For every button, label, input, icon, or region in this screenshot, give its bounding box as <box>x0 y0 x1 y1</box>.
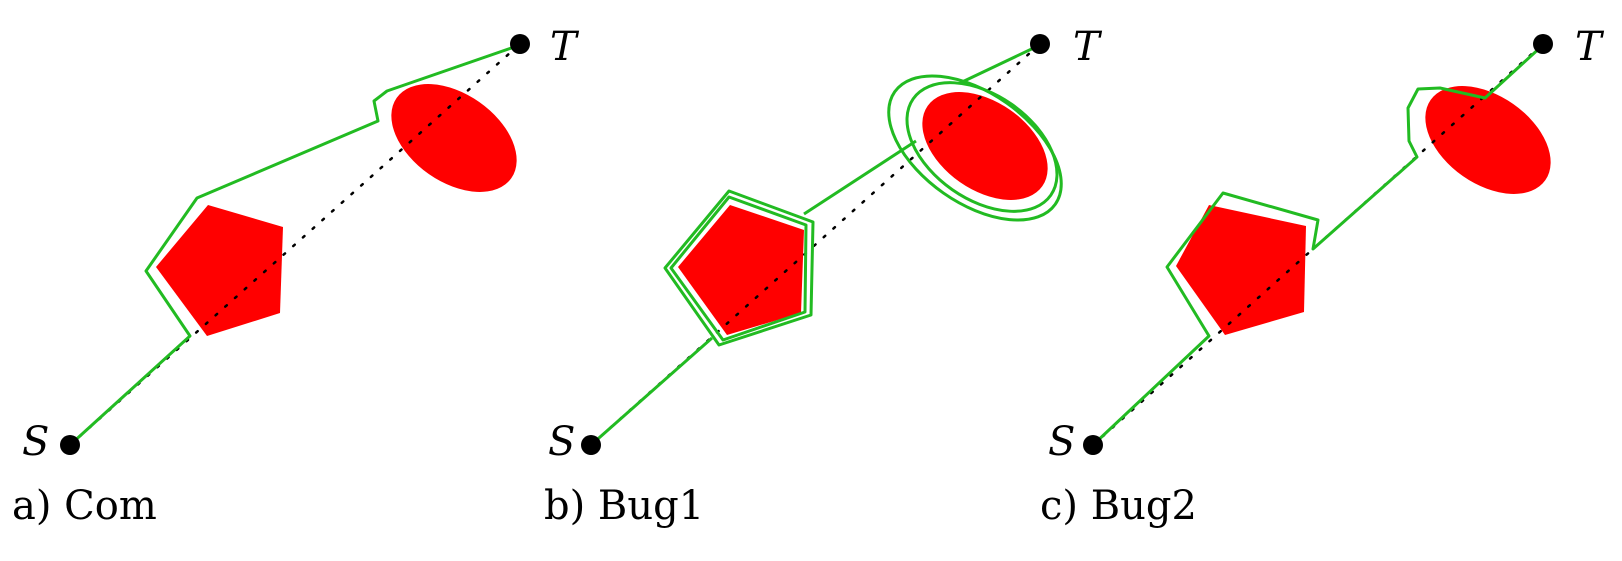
caption-bug2: c) Bug2 <box>1040 483 1197 529</box>
pentagon-obstacle <box>678 205 804 335</box>
robot-path-ellipse-loop-outer <box>887 74 1063 222</box>
target-label: T <box>1073 24 1103 70</box>
ellipse-obstacle <box>391 84 517 192</box>
target-node <box>1030 34 1050 54</box>
start-label: S <box>1048 419 1075 465</box>
panel-com: S T <box>22 24 580 465</box>
panel-bug2: S T <box>1048 24 1605 465</box>
target-node <box>1533 34 1553 54</box>
ellipse-obstacle <box>1425 86 1551 194</box>
pentagon-obstacle <box>156 205 283 336</box>
robot-path-pentagon-loop-outer <box>663 189 815 347</box>
caption-com: a) Com <box>12 483 157 529</box>
start-label: S <box>22 419 49 465</box>
panel-bug1: S T <box>548 24 1103 465</box>
robot-path <box>68 43 521 447</box>
target-label: T <box>1575 24 1605 70</box>
robot-path-pentagon-loop-inner <box>669 195 808 342</box>
target-node <box>510 34 530 54</box>
robot-path <box>1091 43 1545 447</box>
robot-path-ellipse-loop-inner <box>905 81 1059 213</box>
robot-path-transfer <box>803 139 917 216</box>
start-node <box>60 435 80 455</box>
pentagon-obstacle <box>1176 205 1306 335</box>
start-node <box>1083 435 1103 455</box>
start-node <box>581 435 601 455</box>
robot-path-exit <box>959 43 1041 85</box>
caption-bug1: b) Bug1 <box>544 483 705 529</box>
start-label: S <box>548 419 575 465</box>
line-of-sight <box>589 42 1042 447</box>
robot-path-approach <box>590 336 713 447</box>
line-of-sight <box>68 42 522 447</box>
target-label: T <box>550 24 580 70</box>
ellipse-obstacle <box>922 92 1048 200</box>
